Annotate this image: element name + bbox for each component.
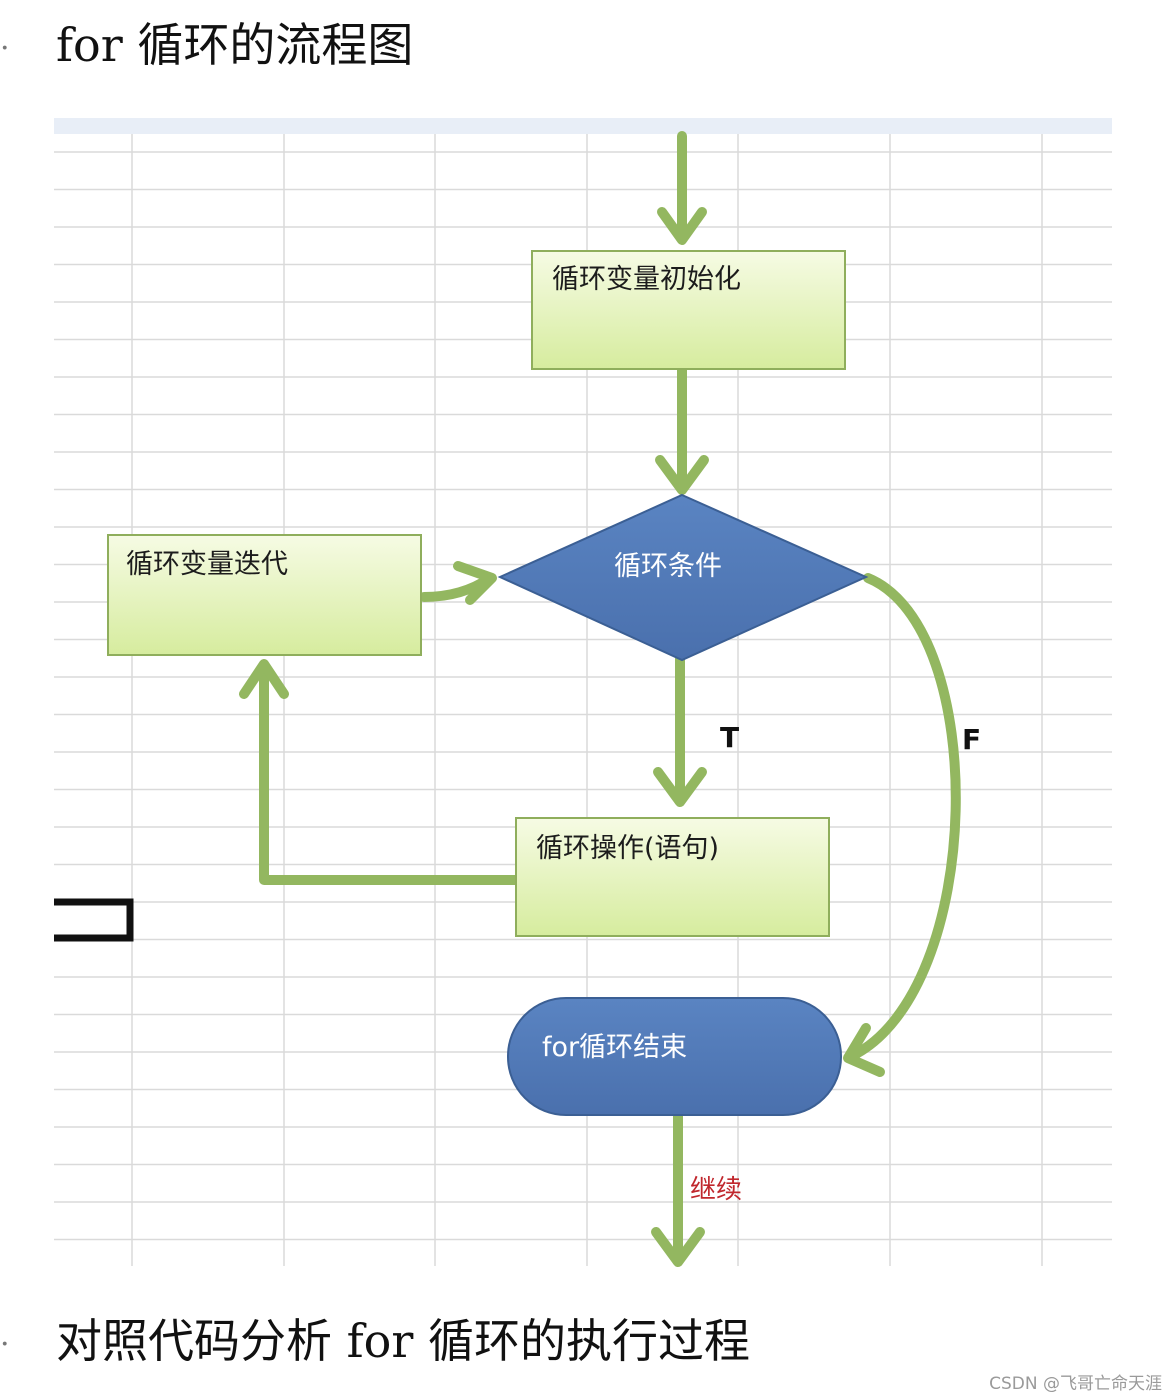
- init-label: 循环变量初始化: [552, 264, 741, 295]
- condition-label: 循环条件: [614, 551, 722, 582]
- continue-arrowhead: [651, 1227, 705, 1267]
- bullet-icon: ·: [0, 31, 10, 66]
- condition-false-arrow: [847, 573, 961, 1061]
- body-label: 循环操作(语句): [536, 833, 719, 864]
- iterate-label: 循环变量迭代: [126, 549, 288, 580]
- iterate-to-condition-arrowhead: [453, 561, 497, 605]
- continue-label: 继续: [690, 1175, 742, 1205]
- init-to-condition-arrowhead: [655, 455, 709, 495]
- body-to-iterate-arrow: [259, 663, 521, 885]
- entry-arrowhead: [657, 207, 707, 245]
- body-to-iterate-arrowhead: [239, 659, 289, 699]
- heading-top: ·for 循环的流程图: [0, 22, 413, 68]
- heading-bottom-text: 对照代码分析 for 循环的执行过程: [56, 1314, 750, 1368]
- end-label: for循环结束: [542, 1032, 687, 1063]
- body-box: [515, 817, 830, 937]
- init-box: [531, 250, 846, 370]
- end-node: for循环结束: [507, 997, 842, 1116]
- condition-node: 循环条件: [497, 493, 869, 662]
- grid-header-strip: [54, 118, 1112, 134]
- bracket-fragment: [54, 898, 134, 942]
- heading-top-text: for 循环的流程图: [56, 18, 414, 72]
- body-node: 循环操作(语句): [515, 817, 830, 937]
- watermark: CSDN @飞哥亡命天涯: [989, 1374, 1162, 1394]
- bullet-icon: ·: [0, 1327, 10, 1362]
- iterate-node: 循环变量迭代: [107, 534, 422, 656]
- connectors: [239, 131, 961, 1267]
- init-node: 循环变量初始化: [531, 250, 846, 370]
- iterate-box: [107, 534, 422, 656]
- condition-false-arrowhead: [843, 1023, 885, 1077]
- false-branch-label: F: [962, 723, 981, 756]
- condition-diamond: [497, 493, 869, 662]
- true-branch-label: T: [720, 721, 739, 754]
- end-terminator: [507, 997, 842, 1116]
- condition-true-arrowhead: [653, 767, 707, 807]
- heading-bottom: ·对照代码分析 for 循环的执行过程: [0, 1318, 750, 1364]
